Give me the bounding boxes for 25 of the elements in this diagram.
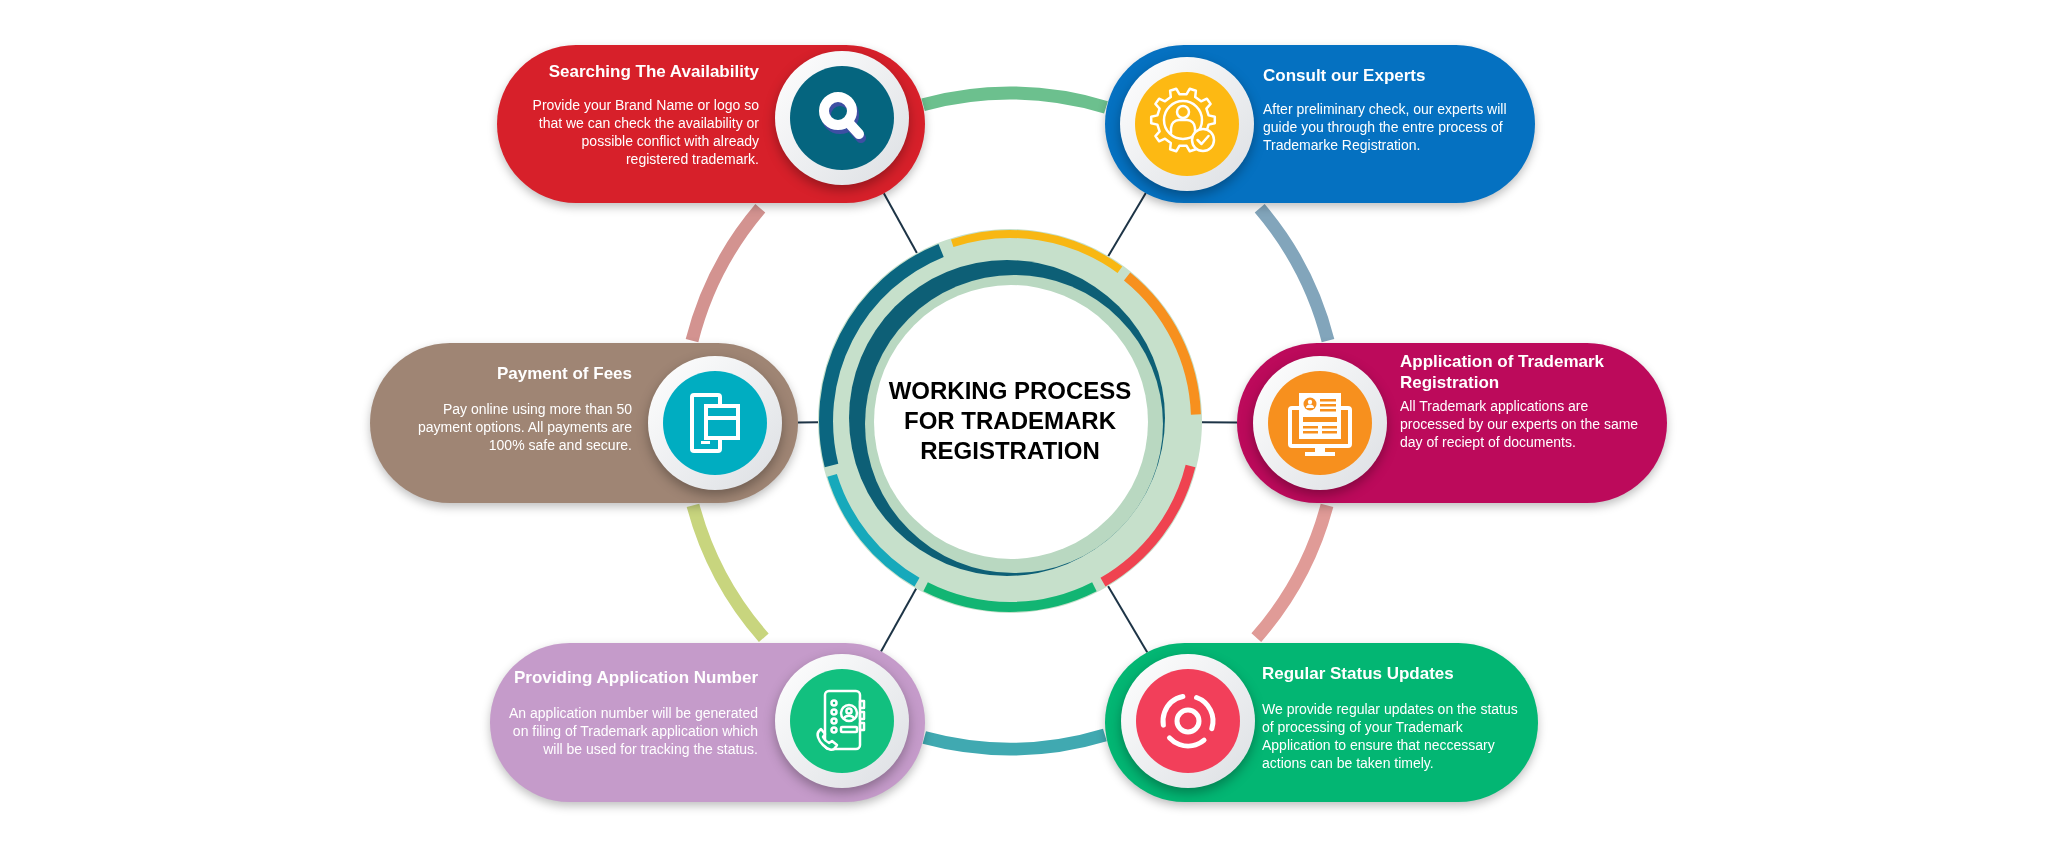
step-description: An application number will be generated on filing of Trademark application which will be used for tracking the status.: [507, 704, 758, 758]
connector-line: [882, 192, 918, 255]
step-description: All Trademark applications are processed by our experts on the same day of reciept of documents.: [1400, 397, 1640, 451]
step-heading: Providing Application Number: [513, 667, 758, 688]
step-description: We provide regular updates on the status of processing of your Trademark Application to ensure that neccessary actions can be taken timely.: [1262, 700, 1519, 772]
step-heading: Searching The Availability: [547, 61, 759, 82]
ring-arc-connector: [922, 728, 1107, 756]
step-description: Pay online using more than 50 payment options. All payments are 100% safe and secure.: [417, 400, 632, 454]
connector-line: [797, 421, 820, 424]
connector-line: [1107, 192, 1147, 258]
connector-line: [880, 587, 918, 653]
step-heading: Payment of Fees: [495, 363, 632, 384]
hub-title: WORKING PROCESS FOR TRADEMARK REGISTRATION: [887, 376, 1133, 466]
ring-arc-connector: [921, 86, 1108, 114]
connector-line: [1107, 585, 1149, 654]
ring-arc-connector: [685, 204, 766, 343]
step-description: Provide your Brand Name or logo so that we can check the availability or possible conflict with already registered trademark.: [531, 96, 759, 168]
connector-line: [1201, 421, 1238, 424]
step-heading: Application of Trademark Registration: [1400, 351, 1606, 393]
ring-arc-connector: [1251, 503, 1334, 642]
step-heading: Consult our Experts: [1263, 65, 1427, 86]
ring-arc-connector: [1254, 204, 1335, 343]
step-heading: Regular Status Updates: [1262, 663, 1455, 684]
step-description: After preliminary check, our experts will guide you through the entre process of Trademarke Registration.: [1263, 100, 1508, 154]
ring-arc-connector: [686, 503, 769, 642]
